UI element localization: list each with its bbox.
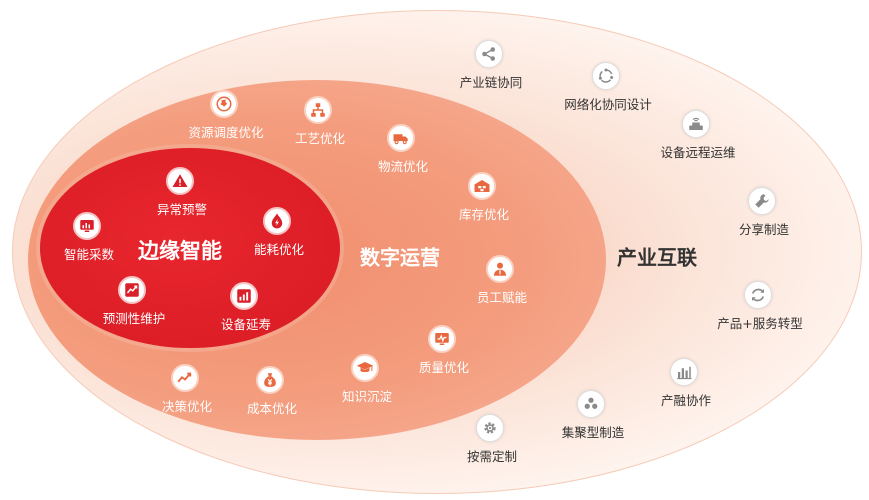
node-label: 分享制造 <box>738 222 790 237</box>
inner-ring-title: 边缘智能 <box>138 239 222 263</box>
graduation-cap-icon <box>351 354 379 382</box>
growth-chart-icon <box>230 282 258 310</box>
node-label: 能耗优化 <box>253 242 305 257</box>
person-icon <box>486 255 514 283</box>
refresh-icon <box>744 281 772 309</box>
node-label: 库存优化 <box>458 207 510 222</box>
org-chart-icon <box>304 96 332 124</box>
bar-chart-icon <box>670 358 698 386</box>
node-label: 决策优化 <box>161 399 213 414</box>
wrench-icon <box>748 187 776 215</box>
trend-chart-icon <box>118 276 146 304</box>
node-label: 资源调度优化 <box>188 125 264 140</box>
node-label: 物流优化 <box>377 159 429 174</box>
node-label: 产业链协同 <box>459 75 523 90</box>
node-label: 工艺优化 <box>294 131 346 146</box>
node-label: 产融协作 <box>660 393 712 408</box>
node-label: 异常预警 <box>156 202 208 217</box>
truck-icon <box>387 124 415 152</box>
node-label: 集聚型制造 <box>561 425 625 440</box>
outer-ring-title: 产业互联 <box>617 245 697 270</box>
money-bag-icon <box>256 366 284 394</box>
node-label: 网络化协同设计 <box>564 97 652 112</box>
share-network-icon <box>475 40 503 68</box>
globe-icon <box>210 90 238 118</box>
middle-ring-title: 数字运营 <box>360 245 440 270</box>
node-label: 智能采数 <box>63 247 115 262</box>
monitor-chart-icon <box>73 212 101 240</box>
decision-chart-icon <box>171 364 199 392</box>
node-label: 员工赋能 <box>476 290 528 305</box>
node-label: 产品+服务转型 <box>717 316 803 331</box>
node-label: 质量优化 <box>418 360 470 375</box>
cycle-arrows-icon <box>592 62 620 90</box>
node-label: 设备远程运维 <box>660 145 736 160</box>
node-label: 预测性维护 <box>102 311 166 326</box>
quality-monitor-icon <box>428 325 456 353</box>
warehouse-icon <box>468 172 496 200</box>
node-label: 成本优化 <box>246 401 298 416</box>
remote-device-icon <box>682 110 710 138</box>
cluster-icon <box>577 390 605 418</box>
gear-icon <box>476 414 504 442</box>
node-label: 按需定制 <box>466 449 518 464</box>
node-label: 设备延寿 <box>220 317 272 332</box>
node-label: 知识沉淀 <box>341 389 393 404</box>
warning-icon <box>166 167 194 195</box>
flame-icon <box>263 207 291 235</box>
